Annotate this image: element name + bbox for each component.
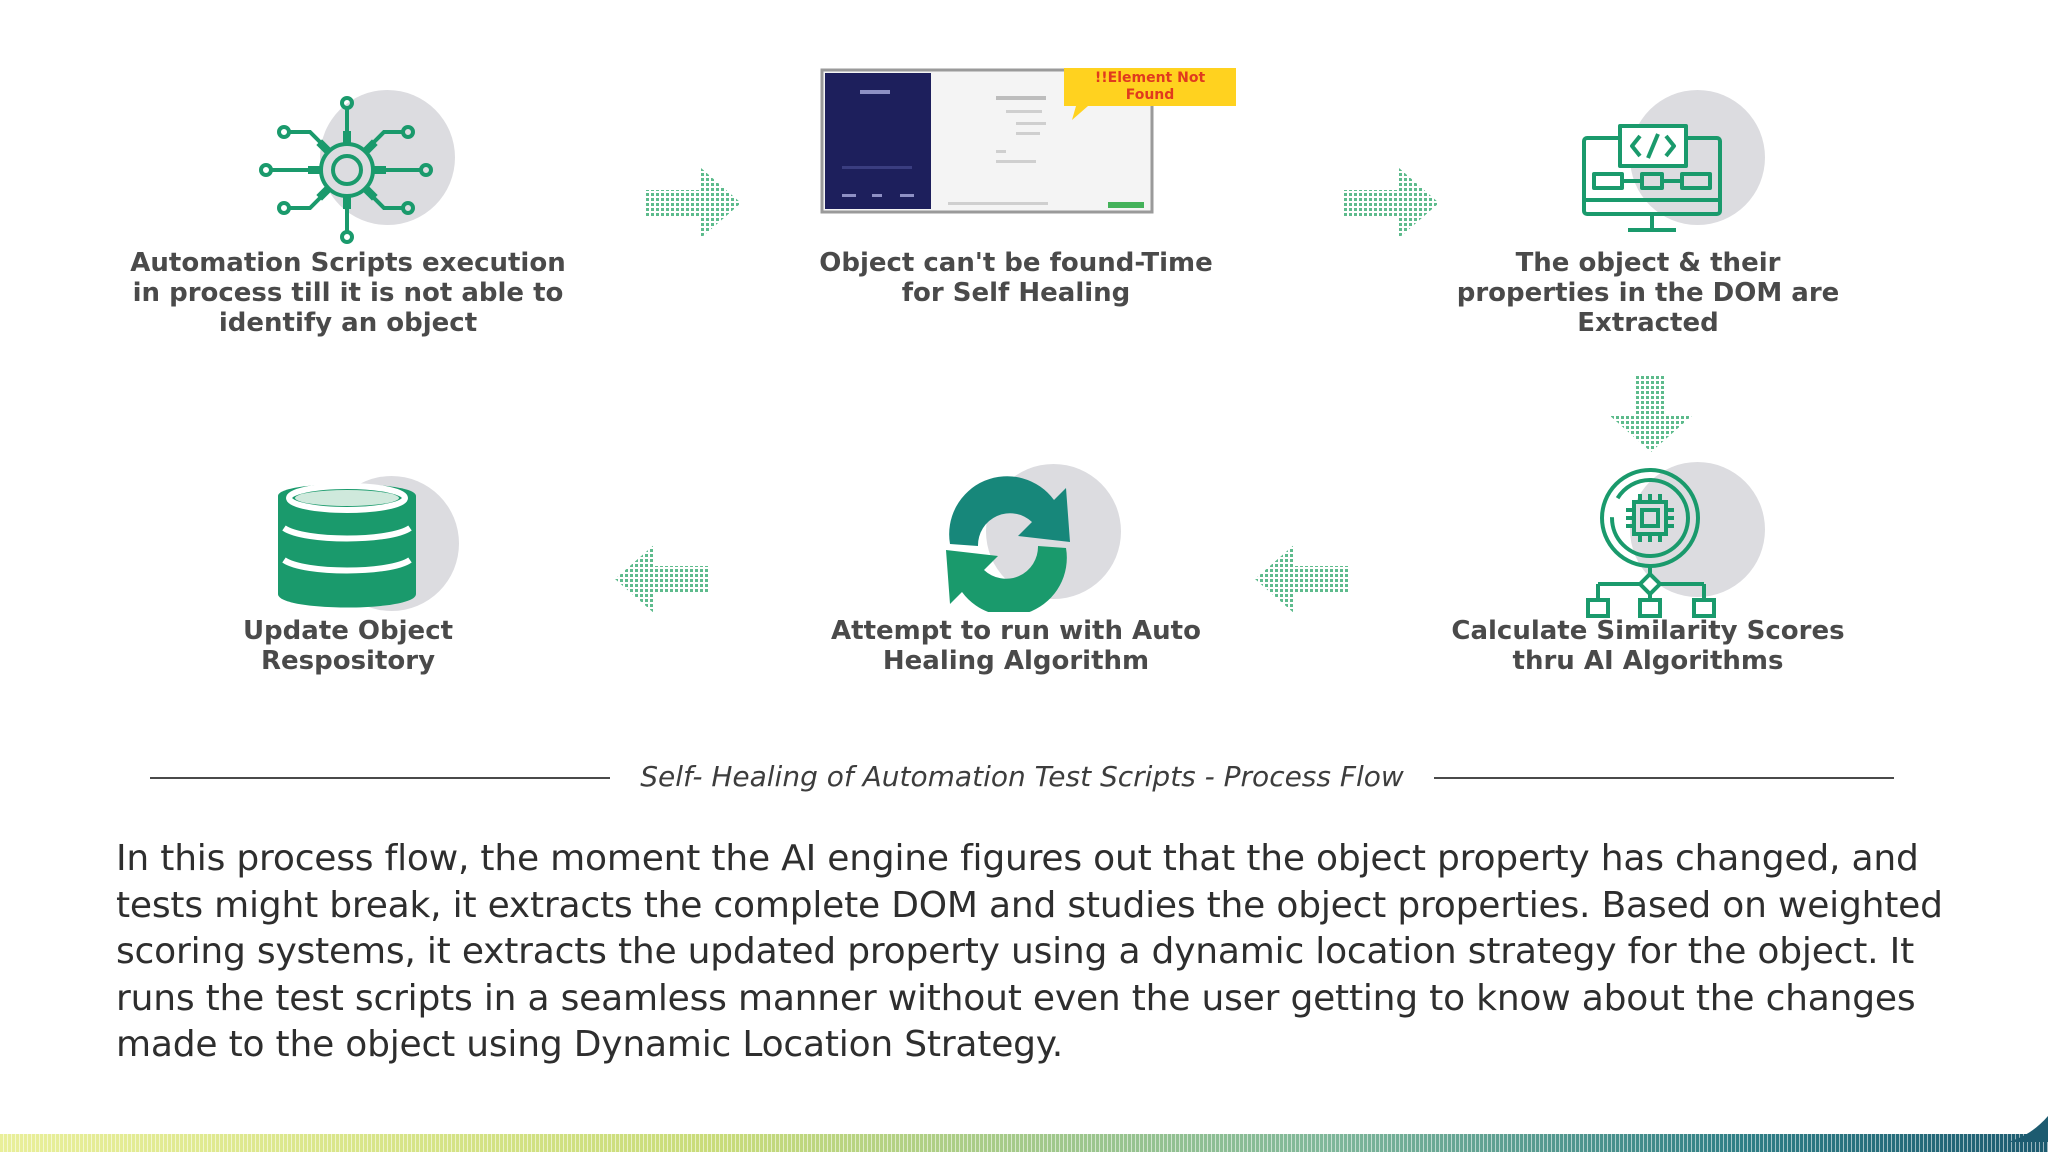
browser-screenshot-icon: !!Element Not Found [820,66,1240,216]
caption-rule-right [1434,777,1894,779]
arrow-down-icon [1608,376,1694,452]
step-dom-extracted: The object & their properties in the DOM… [1408,90,1888,350]
diagram-caption: Self- Healing of Automation Test Scripts… [150,756,1894,800]
network-gear-icon [250,90,480,250]
arrow-right-icon [1344,168,1439,238]
footer-stripe [0,1134,2048,1152]
caption-text: Self- Healing of Automation Test Scripts… [640,760,1404,793]
step-label: Automation Scripts execution in process … [130,248,566,338]
step-label: Object can't be found-Time for Self Heal… [819,248,1213,308]
ai-chip-flow-icon [1580,462,1780,622]
step-label: Attempt to run with Auto Healing Algorit… [831,616,1201,676]
arrow-right-icon [646,168,741,238]
description-paragraph: In this process flow, the moment the AI … [116,838,1943,1065]
step-label: Update Object Respository [242,616,454,676]
step-label: Calculate Similarity Scores thru AI Algo… [1451,616,1845,676]
arrow-left-icon [615,544,710,614]
step-object-not-found: !!Element Not Found Object can't be foun… [776,66,1256,336]
footer-curve-decoration [2008,1116,2048,1142]
arrow-left-icon [1255,544,1350,614]
step-update-repository: Update Object Respository [108,476,588,692]
step-label: The object & their properties in the DOM… [1456,248,1840,338]
error-callout: !!Element Not Found [1094,70,1206,103]
caption-rule-left [150,777,610,779]
step-auto-healing: Attempt to run with Auto Healing Algorit… [776,462,1256,692]
refresh-cycle-icon [936,462,1136,612]
database-icon [274,476,474,616]
step-automation-execution: Automation Scripts execution in process … [108,90,588,350]
step-similarity-scores: Calculate Similarity Scores thru AI Algo… [1408,462,1888,692]
code-monitor-icon [1580,90,1780,240]
